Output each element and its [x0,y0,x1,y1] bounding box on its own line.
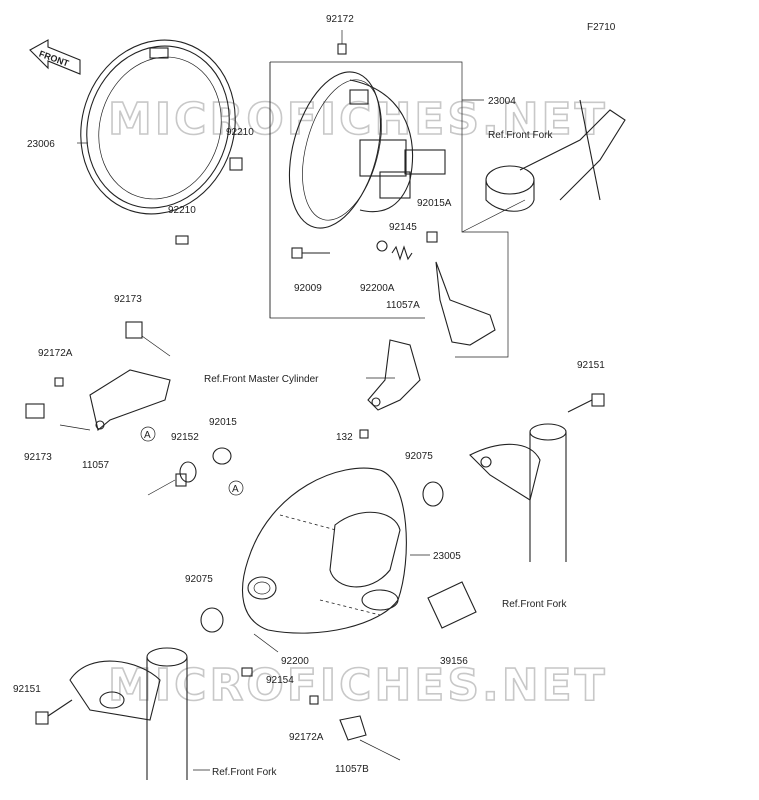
label-ref-front-master-cylinder: Ref.Front Master Cylinder [204,374,319,385]
label-plate-39156 [427,581,477,629]
switch-92173-top [125,321,171,357]
headlight-housing [242,467,407,634]
headlight-rim [80,39,236,215]
label-92151-right: 92151 [577,360,605,371]
callout-a-upper-label: A [144,430,151,441]
label-92152: 92152 [171,432,199,443]
label-92172A-bottom: 92172A [289,732,324,743]
label-23005: 23005 [433,551,461,562]
callout-a-lower [228,480,244,496]
label-92210-a: 92210 [226,127,254,138]
front-arrow-icon: FRONT [29,39,81,75]
screw-92172A-bottom [309,695,319,705]
label-92173-top: 92173 [114,294,142,305]
label-92210-b: 92210 [168,205,196,216]
label-92173-bottom: 92173 [24,452,52,463]
label-92075-right: 92075 [405,451,433,462]
bracket-11057 [89,369,171,431]
screw-92172-top [337,30,347,55]
label-39156: 39156 [440,656,468,667]
screw-132 [359,429,369,439]
front-fork-top [485,99,626,212]
label-92154: 92154 [266,675,294,686]
grommet-92075-left [200,607,224,633]
label-23004: 23004 [488,96,516,107]
clip-92015A [426,231,438,243]
label-ref-front-fork-right: Ref.Front Fork [502,599,567,610]
bracket-11057A [435,261,496,346]
clip-92015 [212,447,232,465]
label-92015: 92015 [209,417,237,428]
label-ref-front-fork-top: Ref.Front Fork [488,130,553,141]
washer-92200A [376,240,388,252]
label-92172A-left: 92172A [38,348,73,359]
bolt-92151-right [567,393,605,413]
label-11057A: 11057A [386,300,420,311]
front-fork-right [469,423,567,562]
master-cylinder-bracket [367,339,421,411]
label-92172-top: 92172 [326,14,354,25]
label-132: 132 [336,432,353,443]
label-92145: 92145 [389,222,417,233]
label-23006: 23006 [27,139,55,150]
bolt-92151-left [35,699,73,725]
label-92151-left: 92151 [13,684,41,695]
bracket-11057B [339,715,367,741]
label-92075-left: 92075 [185,574,213,585]
nut-92210 [229,157,243,171]
bolt-92009 [291,247,330,259]
headlight-unit [288,71,446,229]
label-92015A: 92015A [417,198,452,209]
spring-92145 [391,245,413,261]
grommet-92152 [175,461,197,487]
watermark-top: MICROFICHES.NET [108,94,608,145]
label-92200: 92200 [281,656,309,667]
front-fork-bottom [69,647,188,780]
label-92009: 92009 [294,283,322,294]
callout-a-lower-label: A [232,484,239,495]
switch-92173-bottom [25,403,45,419]
callout-a-upper [140,426,156,442]
screw-92172A-left [54,377,64,387]
label-11057B: 11057B [335,764,369,775]
watermark-bottom: MICROFICHES.NET [108,660,608,711]
wire-92200 [253,633,279,653]
figure-code: F2710 [587,22,616,33]
label-ref-front-fork-bottom: Ref.Front Fork [212,767,277,778]
bolt-92210 [175,235,189,245]
label-92200A: 92200A [360,283,395,294]
label-11057: 11057 [82,460,110,471]
screw-92154 [241,667,253,677]
grommet-92075-right [422,481,444,507]
